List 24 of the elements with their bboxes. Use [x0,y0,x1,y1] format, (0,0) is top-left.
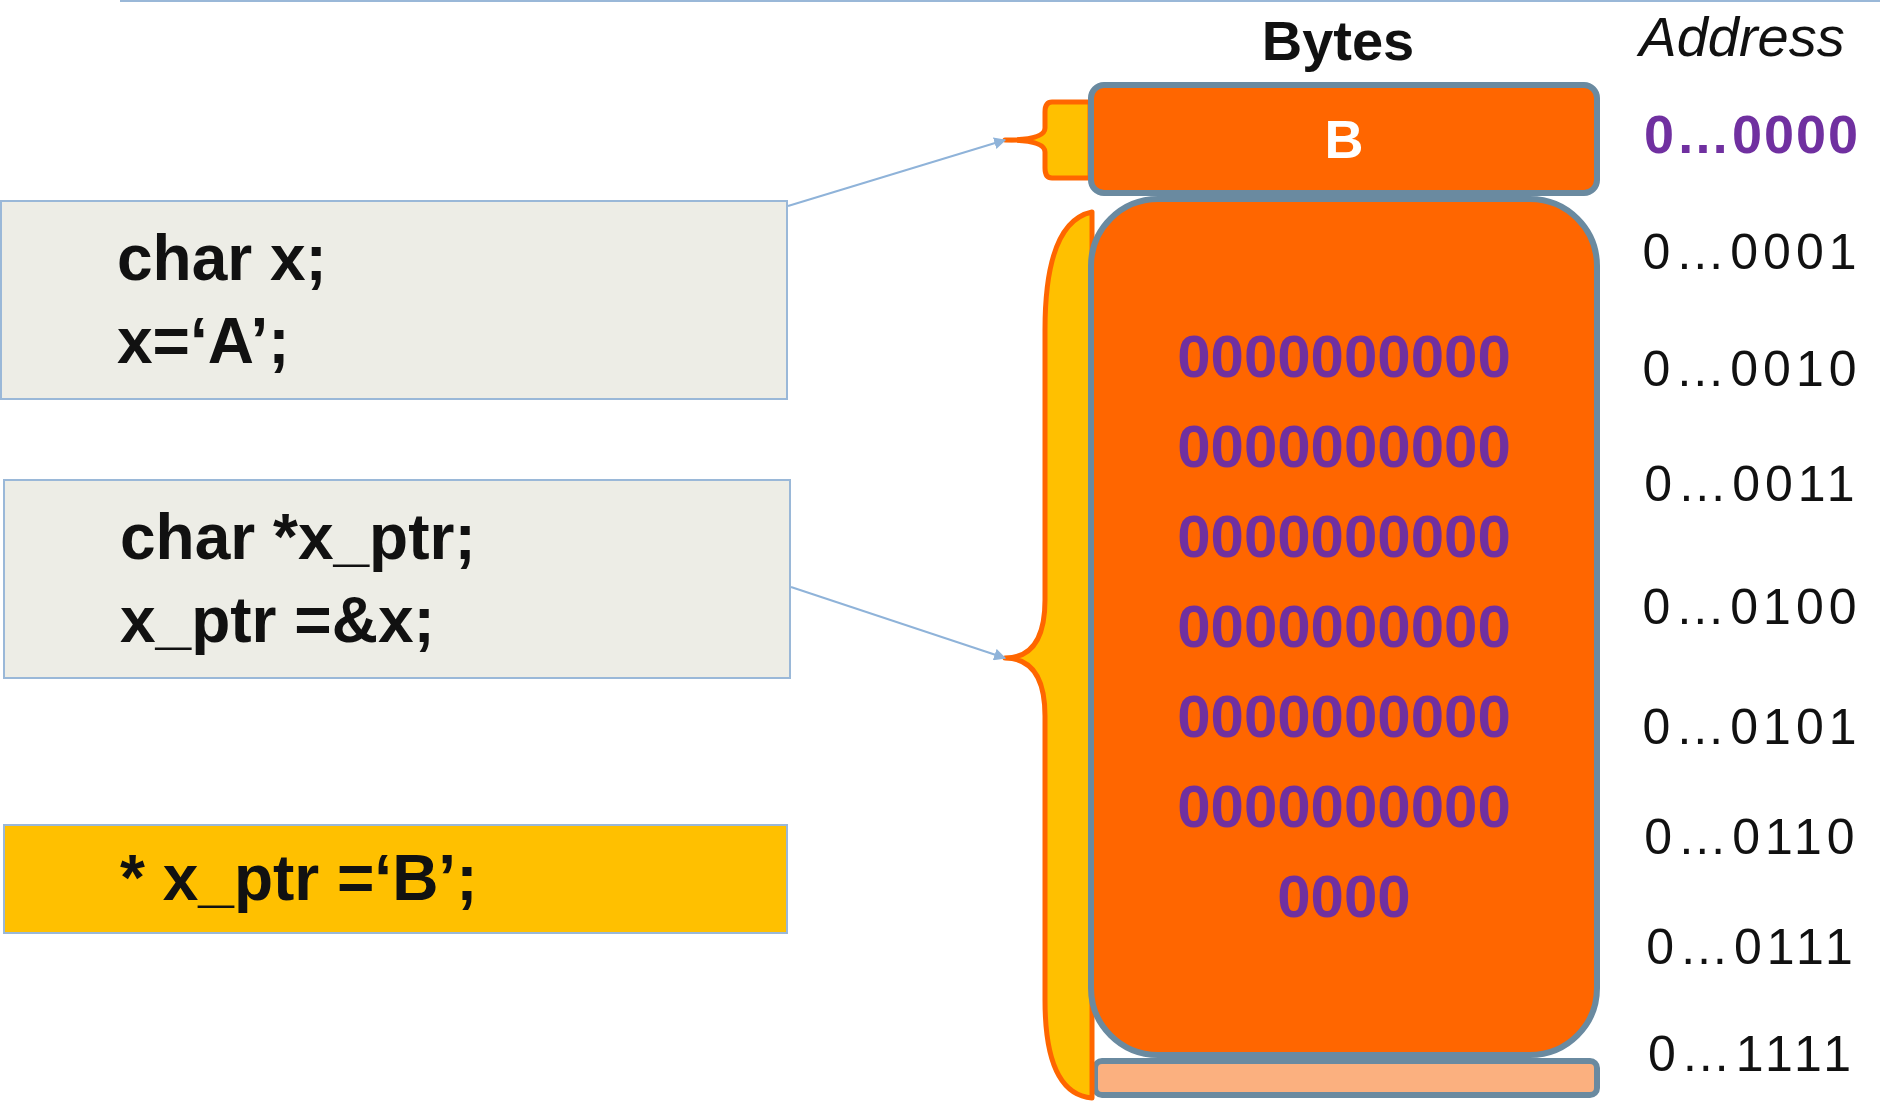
address-label: 0…0110 [1644,808,1860,866]
address-label: 0…0001 [1642,223,1862,281]
arrow [787,137,1007,207]
address-label: 0…0100 [1642,578,1862,636]
cell-value: B [1324,107,1364,171]
column-heading: Bytes [1261,8,1415,73]
code-line: char x; [117,220,327,296]
address-label: 0…0011 [1644,455,1860,513]
code-line: x=‘A’; [117,304,290,379]
address-label: 0…0111 [1646,918,1858,976]
code-line: char *x_ptr; [120,499,476,575]
arrow [790,586,1007,661]
code-box [0,200,788,400]
address-label: 0…0010 [1642,340,1862,398]
code-box [3,824,788,934]
code-line: * x_ptr =‘B’; [120,841,478,917]
bit-string: 0000000000 0000000000 0000000000 0000000000 0000000000 0000000000 0000 [1176,322,1512,932]
address-label: 0…1111 [1648,1025,1856,1083]
address-label: 0…0101 [1642,698,1862,756]
code-line: x_ptr =&x; [120,583,435,658]
memory-cell [1088,82,1600,196]
memory-cell [1092,1058,1600,1098]
code-box [3,479,791,679]
address-label: 0…0000 [1643,103,1861,165]
